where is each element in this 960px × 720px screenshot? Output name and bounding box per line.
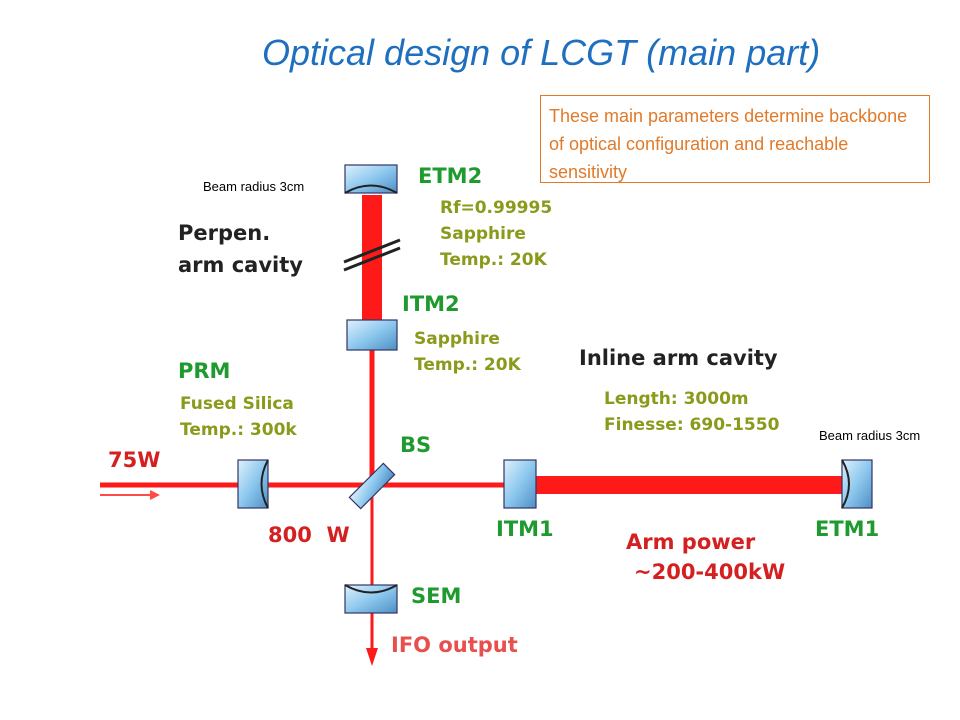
perp-arm-label: Perpen. arm cavity: [178, 217, 303, 281]
beam-radius-top-label: Beam radius 3cm: [203, 179, 305, 194]
itm2-mirror: [346, 319, 398, 351]
perp-arm-line2: arm cavity: [178, 253, 303, 277]
etm2-params: Rf=0.99995 Sapphire Temp.: 20K: [440, 195, 552, 273]
etm2-temp: Temp.: 20K: [440, 250, 547, 270]
bs-mirror: [348, 462, 396, 510]
inline-arm-finesse: Finesse: 690-1550: [604, 415, 780, 435]
sem-mirror: [344, 584, 398, 614]
etm2-material: Sapphire: [440, 224, 526, 244]
parameter-note: These main parameters determine backbone…: [540, 95, 930, 183]
page-title: Optical design of LCGT (main part): [262, 32, 821, 73]
prm-mirror: [237, 459, 269, 509]
bs-label: BS: [400, 433, 432, 457]
itm2-temp: Temp.: 20K: [414, 355, 521, 375]
input-arrowhead: [150, 490, 160, 500]
prm-label: PRM: [178, 359, 231, 383]
inline-arm-params: Length: 3000m Finesse: 690-1550: [604, 386, 779, 438]
output-arrowhead: [366, 648, 378, 666]
perp-arm-line1: Perpen.: [178, 221, 271, 245]
prm-params: Fused Silica Temp.: 300k: [180, 391, 297, 443]
etm2-mirror: [344, 164, 398, 194]
inline-arm-length: Length: 3000m: [604, 389, 749, 409]
etm2-rf: Rf=0.99995: [440, 198, 553, 218]
arm-break-mark-2: [343, 246, 401, 272]
itm2-label: ITM2: [402, 292, 460, 316]
beam-radius-right-label: Beam radius 3cm: [819, 428, 921, 443]
sem-label: SEM: [411, 584, 462, 608]
arm-power-line2: ~200-400kW: [634, 560, 786, 584]
itm2-material: Sapphire: [414, 329, 500, 349]
itm1-label: ITM1: [496, 517, 554, 541]
itm1-mirror: [503, 459, 537, 509]
prm-material: Fused Silica: [180, 394, 294, 414]
prm-temp: Temp.: 300k: [180, 420, 297, 440]
itm2-params: Sapphire Temp.: 20K: [414, 326, 521, 378]
inline-arm-beam: [532, 476, 844, 494]
arm-power-line1: Arm power: [626, 530, 756, 554]
etm1-mirror: [841, 459, 873, 509]
etm1-label: ETM1: [815, 517, 880, 541]
recycled-power-label: 800 W: [268, 523, 350, 547]
input-power-label: 75W: [108, 448, 161, 472]
arm-power-label: Arm power ~200-400kW: [626, 527, 785, 587]
ifo-output-label: IFO output: [391, 633, 518, 657]
inline-arm-label: Inline arm cavity: [579, 346, 778, 370]
arm-break-mark-1: [343, 238, 401, 264]
etm2-label: ETM2: [418, 164, 483, 188]
